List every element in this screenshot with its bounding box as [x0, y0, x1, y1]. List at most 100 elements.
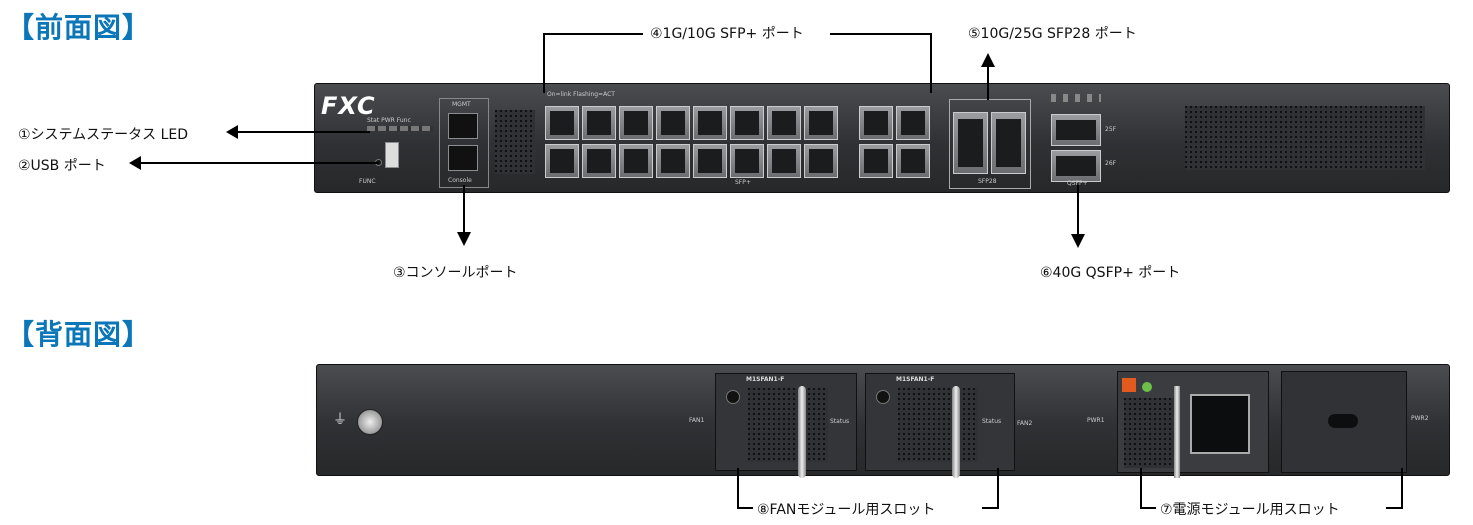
arrow-usb: [140, 162, 378, 164]
sfp-plus-port-9[interactable]: [693, 106, 727, 140]
sfp-plus-port-group: [545, 102, 930, 182]
arrowhead-qsfp: [1071, 234, 1085, 248]
sfp28-port-2[interactable]: [991, 112, 1026, 174]
qsfp-26-label: 26F: [1105, 160, 1117, 167]
bracket-fan-left: [737, 468, 739, 508]
front-chassis: FXC Stat PWR Func FUNC MGMT Console On=l…: [314, 83, 1450, 193]
sfp-plus-port-5[interactable]: [619, 106, 653, 140]
qsfp-25-label: 25F: [1105, 126, 1117, 133]
sfp-plus-label: SFP+: [735, 179, 751, 186]
psu-blank-pull[interactable]: [1328, 414, 1358, 428]
sfp-plus-port-13[interactable]: [767, 106, 801, 140]
func-label: FUNC: [359, 178, 376, 185]
sfp-plus-port-20[interactable]: [896, 144, 930, 178]
console-port[interactable]: [448, 145, 478, 171]
bracket-sfp-plus-left: [543, 33, 643, 35]
status-led-strip: [367, 126, 433, 131]
fan-module-2[interactable]: M1SFAN1-F Status: [865, 373, 1015, 478]
sfp-plus-port-8[interactable]: [656, 144, 690, 178]
psu-status-led: [1142, 382, 1152, 392]
sfp-plus-port-16[interactable]: [804, 144, 838, 178]
sfp-plus-port-15[interactable]: [804, 106, 838, 140]
qsfp-port-26[interactable]: [1051, 150, 1101, 182]
bracket-psu-left: [1140, 468, 1142, 508]
callout-status-led: ①システムステータス LED: [18, 127, 189, 143]
sfp28-port-group: SFP28: [949, 99, 1031, 189]
mgmt-console-block: MGMT Console: [439, 98, 489, 188]
bracket-psu-left-h: [1140, 507, 1156, 509]
fan-1-grille: [748, 388, 828, 462]
arrow-console: [463, 185, 465, 233]
arrow-qsfp: [1077, 185, 1079, 235]
arrow-status-led: [235, 131, 370, 133]
bracket-fan-right: [997, 468, 999, 509]
ground-screw: [357, 409, 383, 435]
bracket-sfp-plus-right: [830, 33, 932, 35]
sfp-plus-port-10[interactable]: [693, 144, 727, 178]
sfp-plus-port-1[interactable]: [545, 106, 579, 140]
sfp-plus-port-3[interactable]: [582, 106, 616, 140]
sfp-plus-port-19[interactable]: [896, 106, 930, 140]
sfp28-label: SFP28: [978, 178, 997, 185]
qsfp-led-row: [1051, 94, 1101, 102]
sfp-plus-port-17[interactable]: [859, 106, 893, 140]
qsfp-port-25[interactable]: [1051, 114, 1101, 146]
bracket-sfp-plus-right-drop: [930, 33, 932, 93]
sfp-plus-port-12[interactable]: [730, 144, 764, 178]
sfp-plus-port-11[interactable]: [730, 106, 764, 140]
fan-1-thumbscrew[interactable]: [726, 390, 740, 404]
front-vent-right: [1185, 106, 1425, 170]
callout-fan-slot: ⑧FANモジュール用スロット: [757, 502, 936, 518]
brand-logo: FXC: [321, 92, 376, 120]
mgmt-label: MGMT: [452, 101, 471, 108]
fan-2-status-label: Status: [982, 418, 1002, 425]
sfp28-port-1[interactable]: [953, 112, 988, 174]
fan-2-model: M1SFAN1-F: [896, 376, 935, 383]
arrowhead-usb: [129, 156, 141, 170]
sfp-plus-port-14[interactable]: [767, 144, 801, 178]
bracket-psu-right: [1401, 468, 1403, 509]
callout-console: ③コンソールポート: [393, 265, 518, 281]
pwr2-label: PWR2: [1411, 415, 1429, 422]
fan-1-handle[interactable]: [798, 386, 806, 478]
arrowhead-console: [457, 232, 471, 246]
arrowhead-sfp28: [981, 53, 995, 67]
led-legend: On=link Flashing=ACT: [547, 91, 615, 98]
fan-module-1[interactable]: M1SFAN1-F Status: [715, 373, 857, 478]
callout-sfp28: ⑤10G/25G SFP28 ポート: [968, 26, 1137, 42]
callout-sfp-plus: ④1G/10G SFP+ ポート: [650, 26, 804, 42]
rear-chassis: ⏚ FAN1 M1SFAN1-F Status M1SFAN1-F Status…: [316, 364, 1450, 478]
qsfp-label: QSFP+: [1067, 180, 1088, 187]
bracket-fan-left-h: [737, 507, 753, 509]
psu-module-1[interactable]: [1117, 371, 1269, 478]
fan-2-grille: [898, 388, 978, 462]
usb-port[interactable]: [385, 142, 399, 168]
front-view-title: 【前面図】: [6, 11, 152, 44]
pwr1-label: PWR1: [1087, 417, 1105, 424]
sfp-plus-port-7[interactable]: [656, 106, 690, 140]
fan-2-handle[interactable]: [952, 386, 960, 478]
sfp-plus-port-4[interactable]: [582, 144, 616, 178]
fan1-label: FAN1: [689, 417, 705, 424]
callout-usb: ②USB ポート: [18, 158, 106, 174]
arrowhead-status-led: [226, 125, 238, 139]
psu-slot-2-blank: [1281, 371, 1407, 473]
mgmt-port[interactable]: [448, 113, 478, 139]
fan-2-thumbscrew[interactable]: [876, 390, 890, 404]
bracket-sfp-plus-left-drop: [543, 33, 545, 93]
psu-grille: [1124, 398, 1174, 468]
psu-handle[interactable]: [1174, 386, 1180, 478]
sfp-plus-port-18[interactable]: [859, 144, 893, 178]
led-label: Stat PWR Func: [367, 117, 411, 124]
psu-release-latch[interactable]: [1122, 378, 1136, 392]
rear-view-title: 【背面図】: [6, 318, 152, 351]
callout-qsfp: ⑥40G QSFP+ ポート: [1040, 265, 1181, 281]
callout-psu-slot: ⑦電源モジュール用スロット: [1160, 502, 1340, 518]
sfp-plus-port-2[interactable]: [545, 144, 579, 178]
ac-inlet[interactable]: [1190, 394, 1250, 454]
ground-icon: ⏚: [333, 412, 347, 428]
sfp-plus-port-6[interactable]: [619, 144, 653, 178]
console-label: Console: [448, 177, 472, 184]
fan-1-model: M1SFAN1-F: [746, 376, 785, 383]
arrow-sfp28: [987, 66, 989, 100]
